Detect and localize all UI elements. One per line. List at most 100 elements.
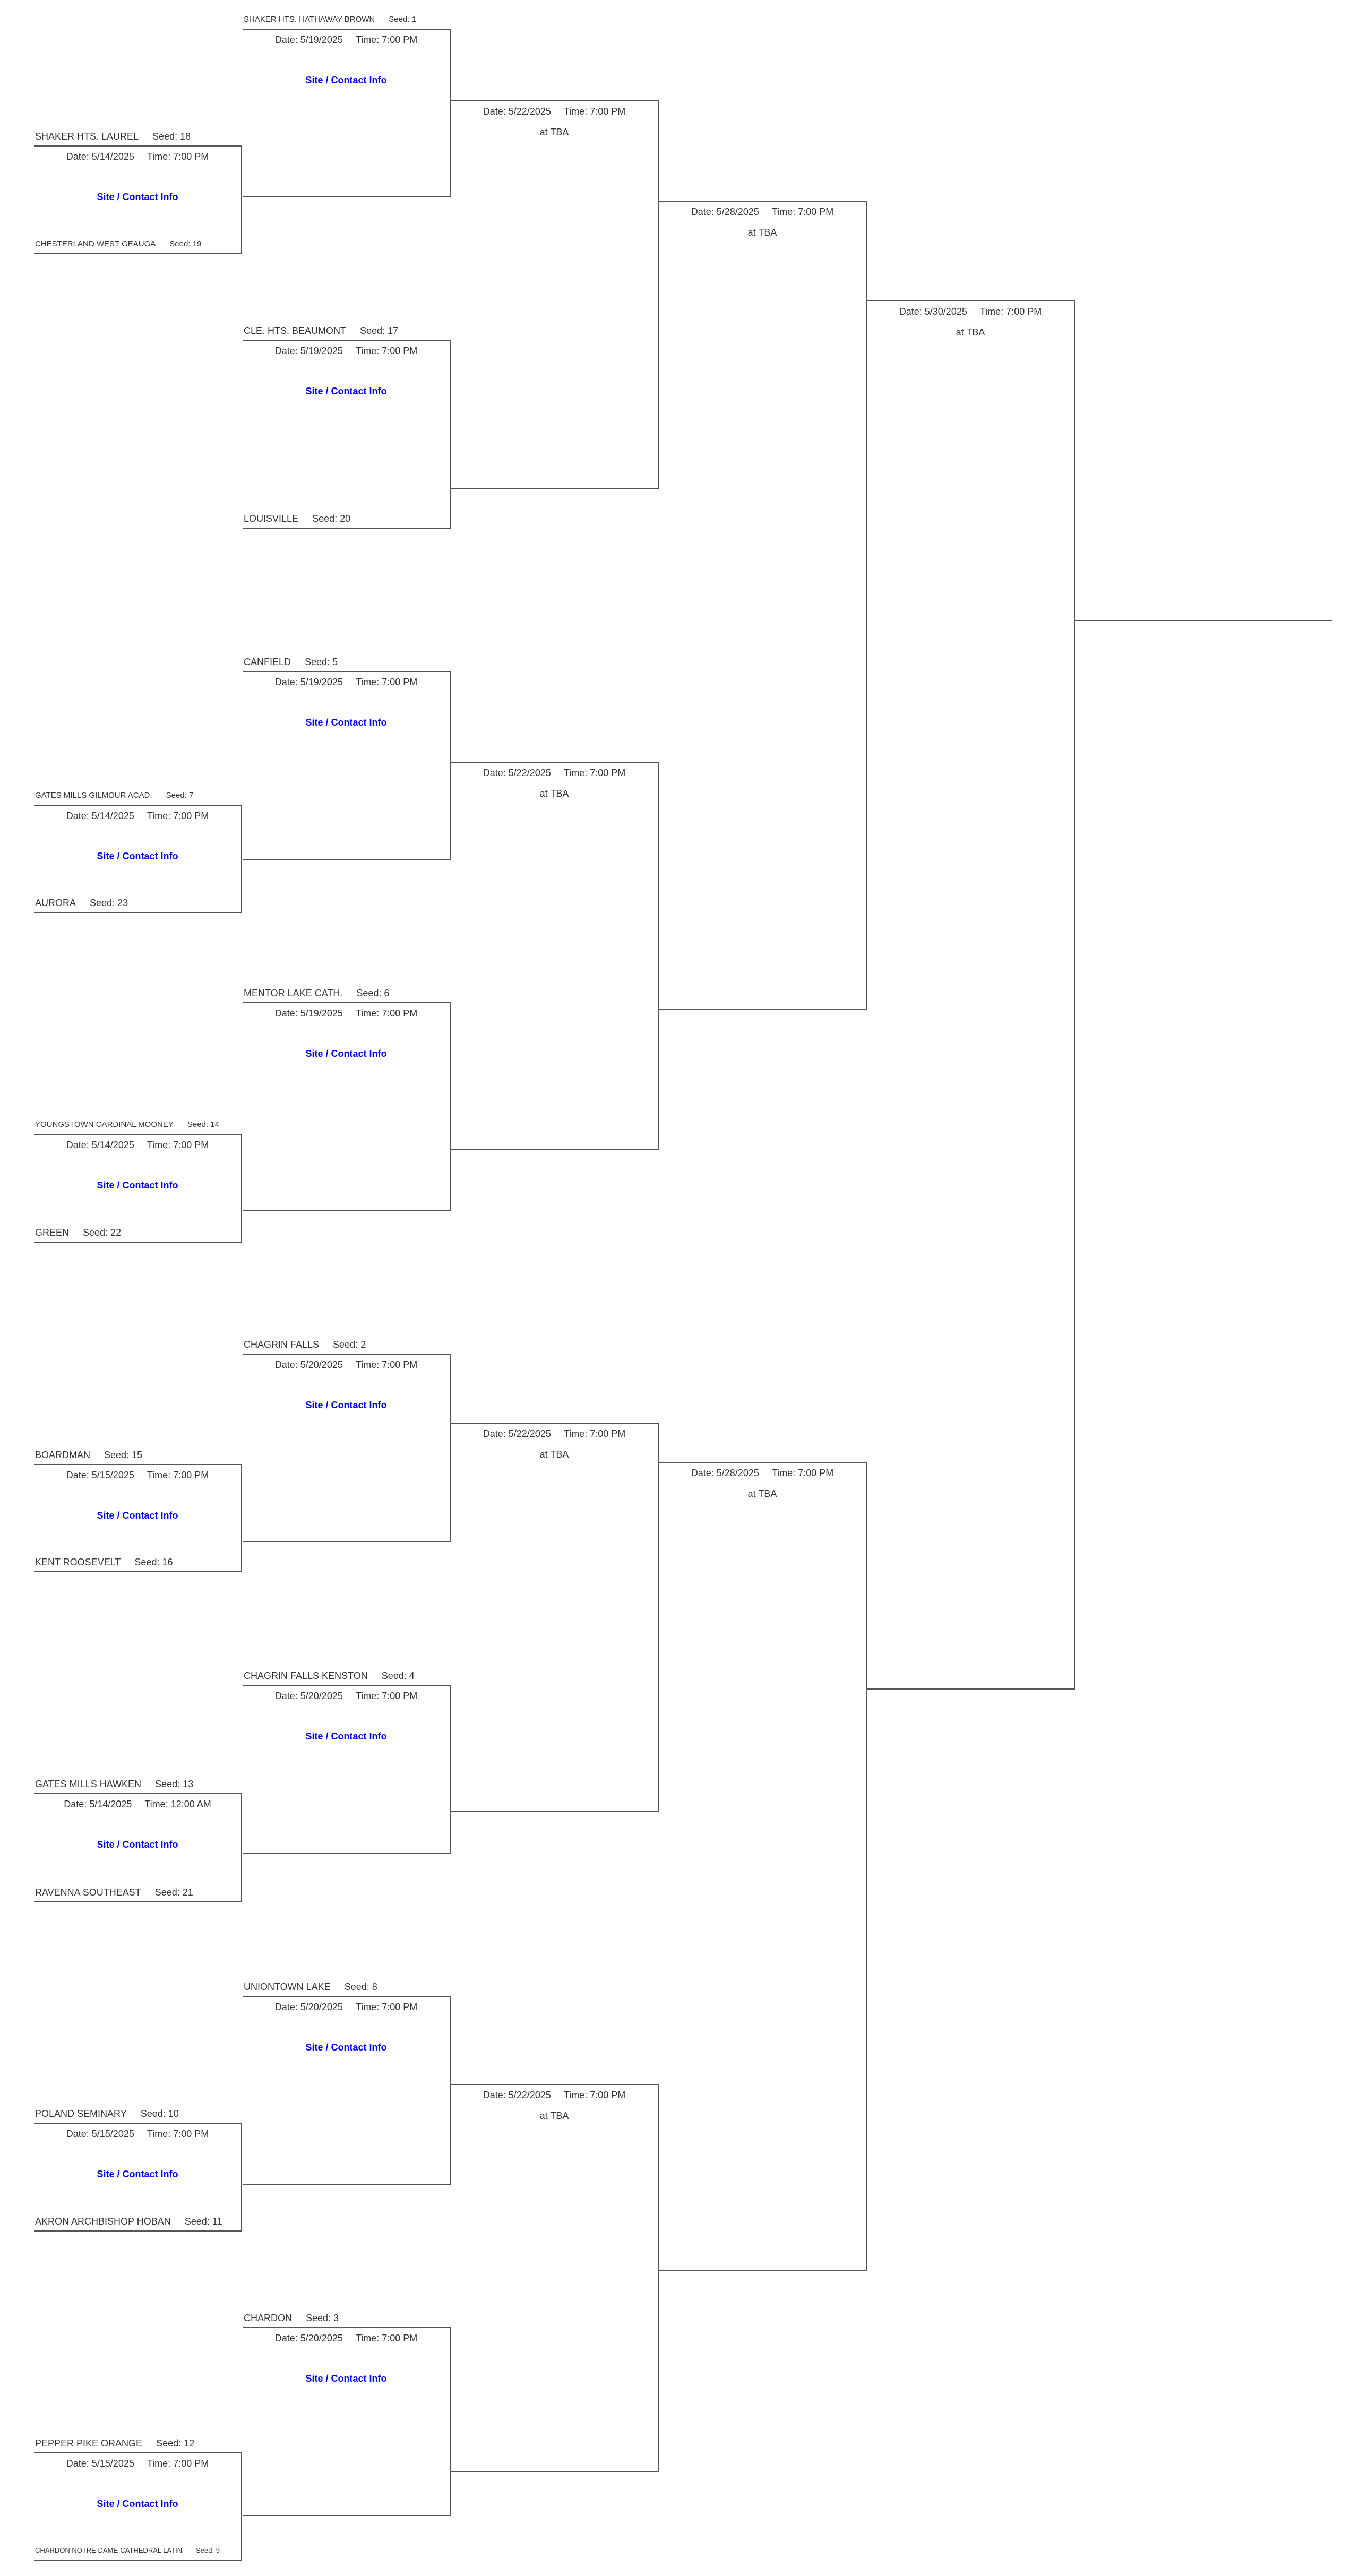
- match-location: at TBA: [539, 1449, 569, 1460]
- team-top: CHAGRIN FALLS KENSTON Seed: 4: [244, 1670, 415, 1682]
- site-contact-link[interactable]: Site / Contact Info: [305, 2373, 387, 2384]
- site-contact-link[interactable]: Site / Contact Info: [305, 2042, 387, 2053]
- match-r3-4: Date: 5/22/2025 Time: 7:00 PM at TBA: [451, 2084, 659, 2472]
- match-location: at TBA: [539, 127, 569, 137]
- team-seed: Seed: 5: [305, 657, 338, 667]
- team-seed: Seed: 6: [356, 988, 390, 998]
- team-name: AURORA: [35, 898, 76, 908]
- site-contact-link[interactable]: Site / Contact Info: [305, 1731, 387, 1742]
- match-time: Time: 7:00 PM: [355, 1008, 418, 1019]
- site-contact-link[interactable]: Site / Contact Info: [97, 1180, 178, 1191]
- site-contact-link[interactable]: Site / Contact Info: [305, 1400, 387, 1410]
- team-name: GREEN: [35, 1227, 70, 1238]
- match-date: Date: 5/15/2025: [66, 1470, 134, 1480]
- team-seed: Seed: 13: [155, 1779, 194, 1789]
- site-contact-link[interactable]: Site / Contact Info: [305, 1048, 387, 1059]
- team-seed: Seed: 11: [184, 2216, 222, 2227]
- match-date: Date: 5/14/2025: [66, 151, 134, 162]
- match-time: Time: 7:00 PM: [563, 768, 626, 778]
- match-location: at TBA: [747, 227, 777, 238]
- match-date: Date: 5/14/2025: [64, 1799, 132, 1810]
- match-location: at TBA: [956, 327, 985, 338]
- match-date: Date: 5/20/2025: [274, 2333, 343, 2344]
- team-seed: Seed: 9: [196, 2546, 220, 2554]
- match-time: Time: 7:00 PM: [355, 677, 418, 687]
- team-name: RAVENNA SOUTHEAST: [35, 1887, 141, 1898]
- team-seed: Seed: 20: [312, 513, 351, 524]
- site-contact-link[interactable]: Site / Contact Info: [305, 386, 387, 397]
- site-contact-link[interactable]: Site / Contact Info: [97, 192, 178, 202]
- match-date: Date: 5/19/2025: [274, 346, 343, 356]
- match-date: Date: 5/20/2025: [274, 2002, 343, 2012]
- site-contact-link[interactable]: Site / Contact Info: [97, 1839, 178, 1850]
- match-location: at TBA: [539, 788, 569, 799]
- team-name: BOARDMAN: [35, 1450, 91, 1460]
- match-time: Time: 7:00 PM: [355, 1359, 418, 1370]
- team-name: SHAKER HTS. LAUREL: [35, 131, 139, 142]
- match-time: Time: 7:00 PM: [147, 2458, 209, 2469]
- match-time: Time: 7:00 PM: [979, 306, 1042, 317]
- match-location: at TBA: [539, 2110, 569, 2121]
- site-contact-link[interactable]: Site / Contact Info: [305, 717, 387, 728]
- match-schedule: Date: 5/14/2025 Time: 7:00 PM: [34, 151, 241, 162]
- site-contact-link[interactable]: Site / Contact Info: [97, 851, 178, 861]
- match-time: Time: 7:00 PM: [563, 106, 626, 117]
- team-name: KENT ROOSEVELT: [35, 1557, 121, 1567]
- match-time: Time: 7:00 PM: [147, 151, 209, 162]
- team-name: CHAGRIN FALLS KENSTON: [244, 1670, 368, 1681]
- match-time: Time: 7:00 PM: [771, 1468, 834, 1478]
- match-time: Time: 7:00 PM: [147, 811, 209, 821]
- team-name: CHESTERLAND WEST GEAUGA: [35, 239, 156, 248]
- match-schedule: Date: 5/15/2025 Time: 7:00 PM: [34, 1469, 241, 1481]
- match-date: Date: 5/19/2025: [274, 1008, 343, 1019]
- match-date: Date: 5/28/2025: [691, 206, 759, 217]
- team-seed: Seed: 2: [333, 1339, 366, 1350]
- team-seed: Seed: 17: [360, 325, 399, 336]
- team-name: POLAND SEMINARY: [35, 2108, 127, 2119]
- team-seed: Seed: 8: [344, 1981, 377, 1992]
- site-contact-link[interactable]: Site / Contact Info: [97, 2169, 178, 2179]
- team-seed: Seed: 4: [381, 1670, 415, 1681]
- match-date: Date: 5/22/2025: [483, 2090, 551, 2100]
- site-contact-link[interactable]: Site / Contact Info: [97, 2499, 178, 2509]
- match-time: Time: 7:00 PM: [563, 2090, 626, 2100]
- match-r2-6: CHAGRIN FALLS KENSTON Seed: 4 Date: 5/20/2…: [243, 1670, 451, 1854]
- site-contact-link[interactable]: Site / Contact Info: [305, 75, 387, 85]
- team-name: YOUNGSTOWN CARDINAL MOONEY: [35, 1120, 174, 1129]
- match-date: Date: 5/19/2025: [274, 677, 343, 687]
- match-time: Time: 7:00 PM: [355, 35, 418, 45]
- match-date: Date: 5/14/2025: [66, 1140, 134, 1150]
- match-time: Time: 7:00 PM: [147, 1470, 209, 1480]
- site-contact-link[interactable]: Site / Contact Info: [97, 1510, 178, 1521]
